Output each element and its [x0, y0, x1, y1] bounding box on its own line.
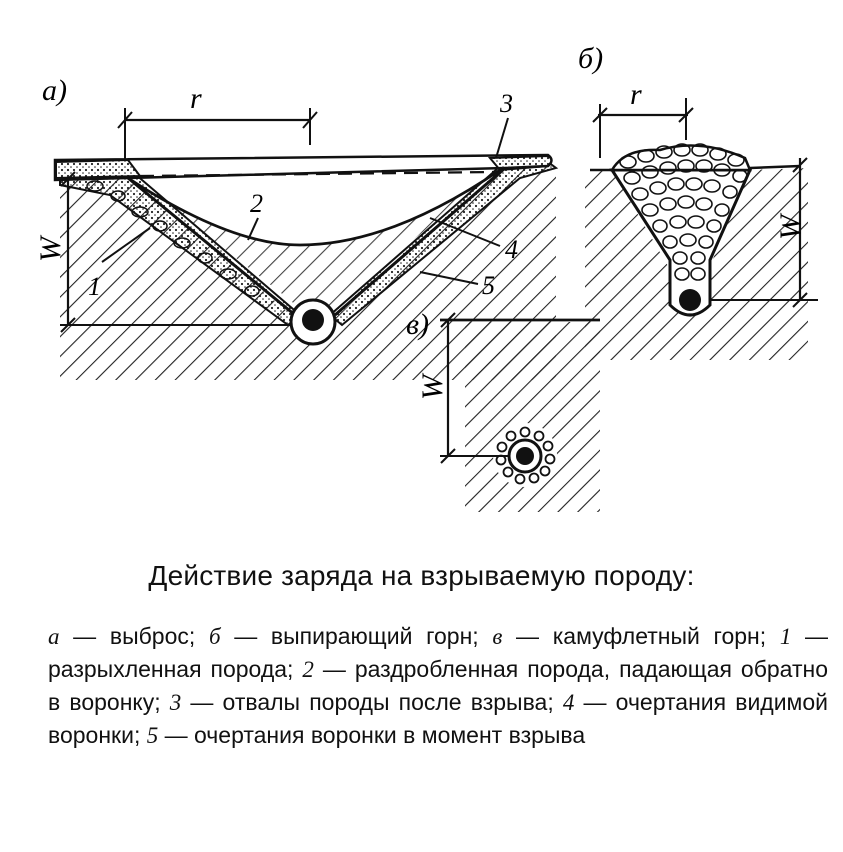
legend-text-b: — выпирающий горн;: [220, 623, 493, 649]
legend-text-5: — очертания воронки в момент взрыва: [158, 722, 586, 748]
panel-a-callout-5: 5: [482, 271, 495, 300]
legend-key-b: б: [208, 624, 221, 649]
panel-v: в) W: [406, 308, 600, 512]
panel-a-callout-2: 2: [250, 189, 263, 218]
panel-a-callout-3: 3: [499, 89, 513, 118]
figure-diagrams: а): [34, 42, 818, 512]
legend-key-5: 5: [146, 723, 159, 748]
panel-a-charge: [302, 309, 324, 331]
panel-a: а): [34, 74, 559, 380]
legend-key-4: 4: [562, 690, 575, 715]
legend-key-1: 1: [779, 624, 792, 649]
legend-key-3: 3: [169, 690, 182, 715]
panel-a-letter: а): [42, 74, 67, 107]
panel-b-stones: [619, 143, 748, 281]
legend-key-v: в: [492, 624, 503, 649]
panel-a-fallback-hatch: [155, 185, 480, 313]
panel-a-callout-4: 4: [505, 235, 518, 264]
panel-v-dim-w: W: [416, 372, 449, 400]
legend-text-v: — камуфлетный горн;: [502, 623, 780, 649]
panel-a-visible-crater-curve: [127, 168, 501, 247]
panel-a-dim-w: W: [34, 234, 67, 262]
caption-legend: а — выброс; б — выпирающий горн; в — кам…: [48, 620, 828, 752]
panel-a-original-ground-line: [139, 170, 496, 178]
legend-text-a: — выброс;: [59, 623, 209, 649]
legend-key-2: 2: [302, 657, 314, 682]
panel-v-letter: в): [406, 308, 429, 341]
panel-a-dim-r: r: [190, 82, 202, 115]
panel-a-callout-1: 1: [88, 272, 101, 301]
panel-b-letter: б): [578, 42, 603, 75]
legend-text-2: — раздробленная порода, падающая обратно…: [48, 656, 828, 715]
caption-title: Действие заряда на взрываемую породу:: [148, 560, 695, 591]
legend-text-4: — очертания видимой воронки;: [48, 689, 829, 748]
panel-b-ground-hatch: [585, 168, 808, 360]
panel-v-charge: [516, 447, 534, 465]
panel-v-crush-ring: [495, 426, 556, 485]
legend-text-3: — отвалы породы после взрыва;: [181, 689, 563, 715]
panel-b-charge: [679, 289, 701, 311]
legend-key-a: а: [48, 624, 60, 649]
legend-text-1: — разрыхленная порода;: [48, 623, 828, 682]
panel-b-dim-w: W: [774, 212, 807, 240]
panel-b-dim-r: r: [630, 78, 642, 111]
panel-a-ground-hatch: [60, 166, 556, 380]
panel-b: б) r: [578, 42, 818, 360]
